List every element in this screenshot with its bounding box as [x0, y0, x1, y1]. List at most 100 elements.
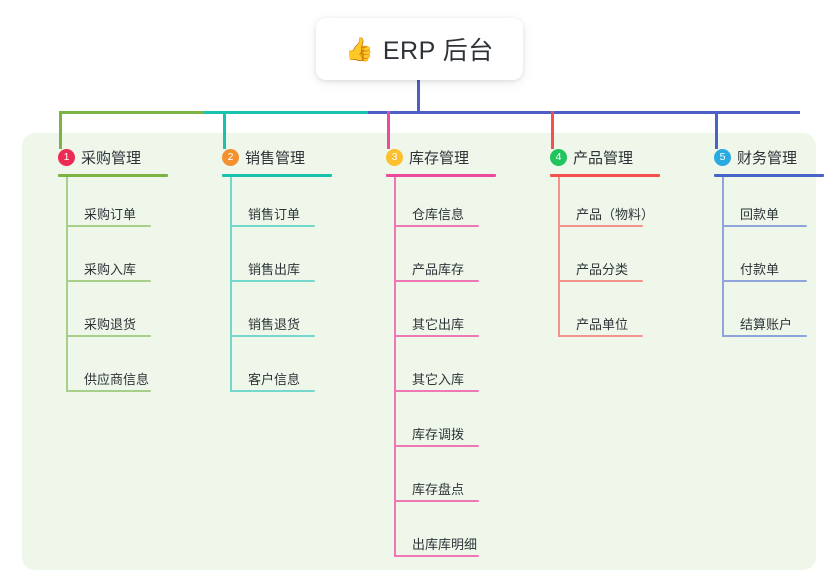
list-item[interactable]: 采购退货	[66, 287, 196, 342]
list-item[interactable]: 仓库信息	[394, 177, 524, 232]
list-item-label: 结算账户	[740, 317, 793, 332]
list-item-label: 采购退货	[84, 317, 137, 332]
list-item-underline	[230, 280, 315, 282]
list-item[interactable]: 供应商信息	[66, 342, 196, 397]
column-items-4: 产品（物料） 产品分类产品单位	[558, 177, 688, 342]
list-item[interactable]: 客户信息	[230, 342, 360, 397]
list-item-underline	[66, 280, 151, 282]
list-item-label: 产品单位	[576, 317, 629, 332]
column-title-4: 产品管理	[573, 149, 634, 167]
list-item[interactable]: 其它出库	[394, 287, 524, 342]
column-title-5: 财务管理	[737, 149, 798, 167]
list-item[interactable]: 产品（物料）	[558, 177, 688, 232]
list-item-label: 客户信息	[248, 372, 301, 387]
column-badge-3: 3	[386, 148, 403, 166]
list-item-underline	[394, 335, 479, 337]
column-header-2[interactable]: 2 销售管理	[204, 145, 368, 169]
column-5: 5 财务管理回款单付款单结算账户	[696, 145, 839, 337]
list-item-underline	[230, 335, 315, 337]
list-item-underline	[230, 225, 315, 227]
list-item[interactable]: 销售退货	[230, 287, 360, 342]
list-item[interactable]: 采购订单	[66, 177, 196, 232]
column-title-1: 采购管理	[81, 149, 142, 167]
list-item-label: 出库库明细	[412, 537, 478, 552]
list-item-underline	[230, 390, 315, 392]
list-item[interactable]: 销售出库	[230, 232, 360, 287]
column-underline-1	[58, 174, 168, 177]
list-item-underline	[558, 280, 643, 282]
list-item-underline	[66, 335, 151, 337]
list-item-label: 产品（物料）	[576, 207, 655, 222]
column-3: 3 库存管理仓库信息产品库存其它出库其它入库库存调拨库存盘点出库库明细	[368, 145, 532, 557]
column-underline-4	[550, 174, 660, 177]
list-item-underline	[722, 335, 807, 337]
list-item[interactable]: 回款单	[722, 177, 839, 232]
column-spine-5	[722, 177, 724, 337]
column-underline-2	[222, 174, 332, 177]
column-title-3: 库存管理	[409, 149, 470, 167]
column-title-2: 销售管理	[245, 149, 306, 167]
list-item-underline	[558, 335, 643, 337]
list-item-label: 付款单	[740, 262, 780, 277]
list-item-label: 仓库信息	[412, 207, 465, 222]
column-underline-5	[714, 174, 824, 177]
column-items-2: 销售订单销售出库销售退货客户信息	[230, 177, 360, 397]
column-badge-4: 4	[550, 148, 567, 166]
list-item-label: 库存调拨	[412, 427, 465, 442]
list-item-label: 产品库存	[412, 262, 465, 277]
list-item-underline	[722, 225, 807, 227]
list-item-label: 其它入库	[412, 372, 465, 387]
column-spine-2	[230, 177, 232, 392]
list-item[interactable]: 出库库明细	[394, 507, 524, 562]
diagram-background-panel	[22, 133, 816, 570]
list-item[interactable]: 结算账户	[722, 287, 839, 342]
list-item-label: 供应商信息	[84, 372, 150, 387]
list-item-label: 销售出库	[248, 262, 301, 277]
thumbs-up-icon: 👍	[345, 35, 374, 62]
column-1: 1 采购管理采购订单采购入库采购退货供应商信息	[40, 145, 204, 392]
column-items-1: 采购订单采购入库采购退货供应商信息	[66, 177, 196, 397]
list-item-underline	[394, 280, 479, 282]
list-item-underline	[722, 280, 807, 282]
list-item-label: 销售订单	[248, 207, 301, 222]
column-header-4[interactable]: 4 产品管理	[532, 145, 696, 169]
list-item-label: 其它出库	[412, 317, 465, 332]
list-item-underline	[394, 500, 479, 502]
column-badge-1: 1	[58, 148, 75, 166]
column-badge-5: 5	[714, 148, 731, 166]
list-item-underline	[66, 225, 151, 227]
column-underline-3	[386, 174, 496, 177]
list-item-underline	[394, 555, 479, 557]
column-spine-3	[394, 177, 396, 557]
list-item-underline	[394, 390, 479, 392]
list-item-label: 采购订单	[84, 207, 137, 222]
root-node-card[interactable]: 👍 ERP 后台	[316, 18, 523, 80]
list-item-label: 销售退货	[248, 317, 301, 332]
list-item-underline	[394, 225, 479, 227]
list-item-label: 采购入库	[84, 262, 137, 277]
column-spine-1	[66, 177, 68, 392]
list-item[interactable]: 产品分类	[558, 232, 688, 287]
list-item-label: 回款单	[740, 207, 780, 222]
list-item[interactable]: 产品单位	[558, 287, 688, 342]
column-items-5: 回款单付款单结算账户	[722, 177, 839, 342]
list-item[interactable]: 库存调拨	[394, 397, 524, 452]
list-item[interactable]: 其它入库	[394, 342, 524, 397]
list-item[interactable]: 库存盘点	[394, 452, 524, 507]
list-item[interactable]: 付款单	[722, 232, 839, 287]
column-header-5[interactable]: 5 财务管理	[696, 145, 839, 169]
list-item-underline	[394, 445, 479, 447]
column-header-3[interactable]: 3 库存管理	[368, 145, 532, 169]
list-item[interactable]: 采购入库	[66, 232, 196, 287]
list-item-label: 库存盘点	[412, 482, 465, 497]
column-header-1[interactable]: 1 采购管理	[40, 145, 204, 169]
column-4: 4 产品管理产品（物料） 产品分类产品单位	[532, 145, 696, 337]
root-title: ERP 后台	[382, 37, 494, 65]
column-badge-2: 2	[222, 148, 239, 166]
list-item[interactable]: 销售订单	[230, 177, 360, 232]
list-item-label: 产品分类	[576, 262, 629, 277]
list-item[interactable]: 产品库存	[394, 232, 524, 287]
list-item-underline	[66, 390, 151, 392]
column-2: 2 销售管理销售订单销售出库销售退货客户信息	[204, 145, 368, 392]
